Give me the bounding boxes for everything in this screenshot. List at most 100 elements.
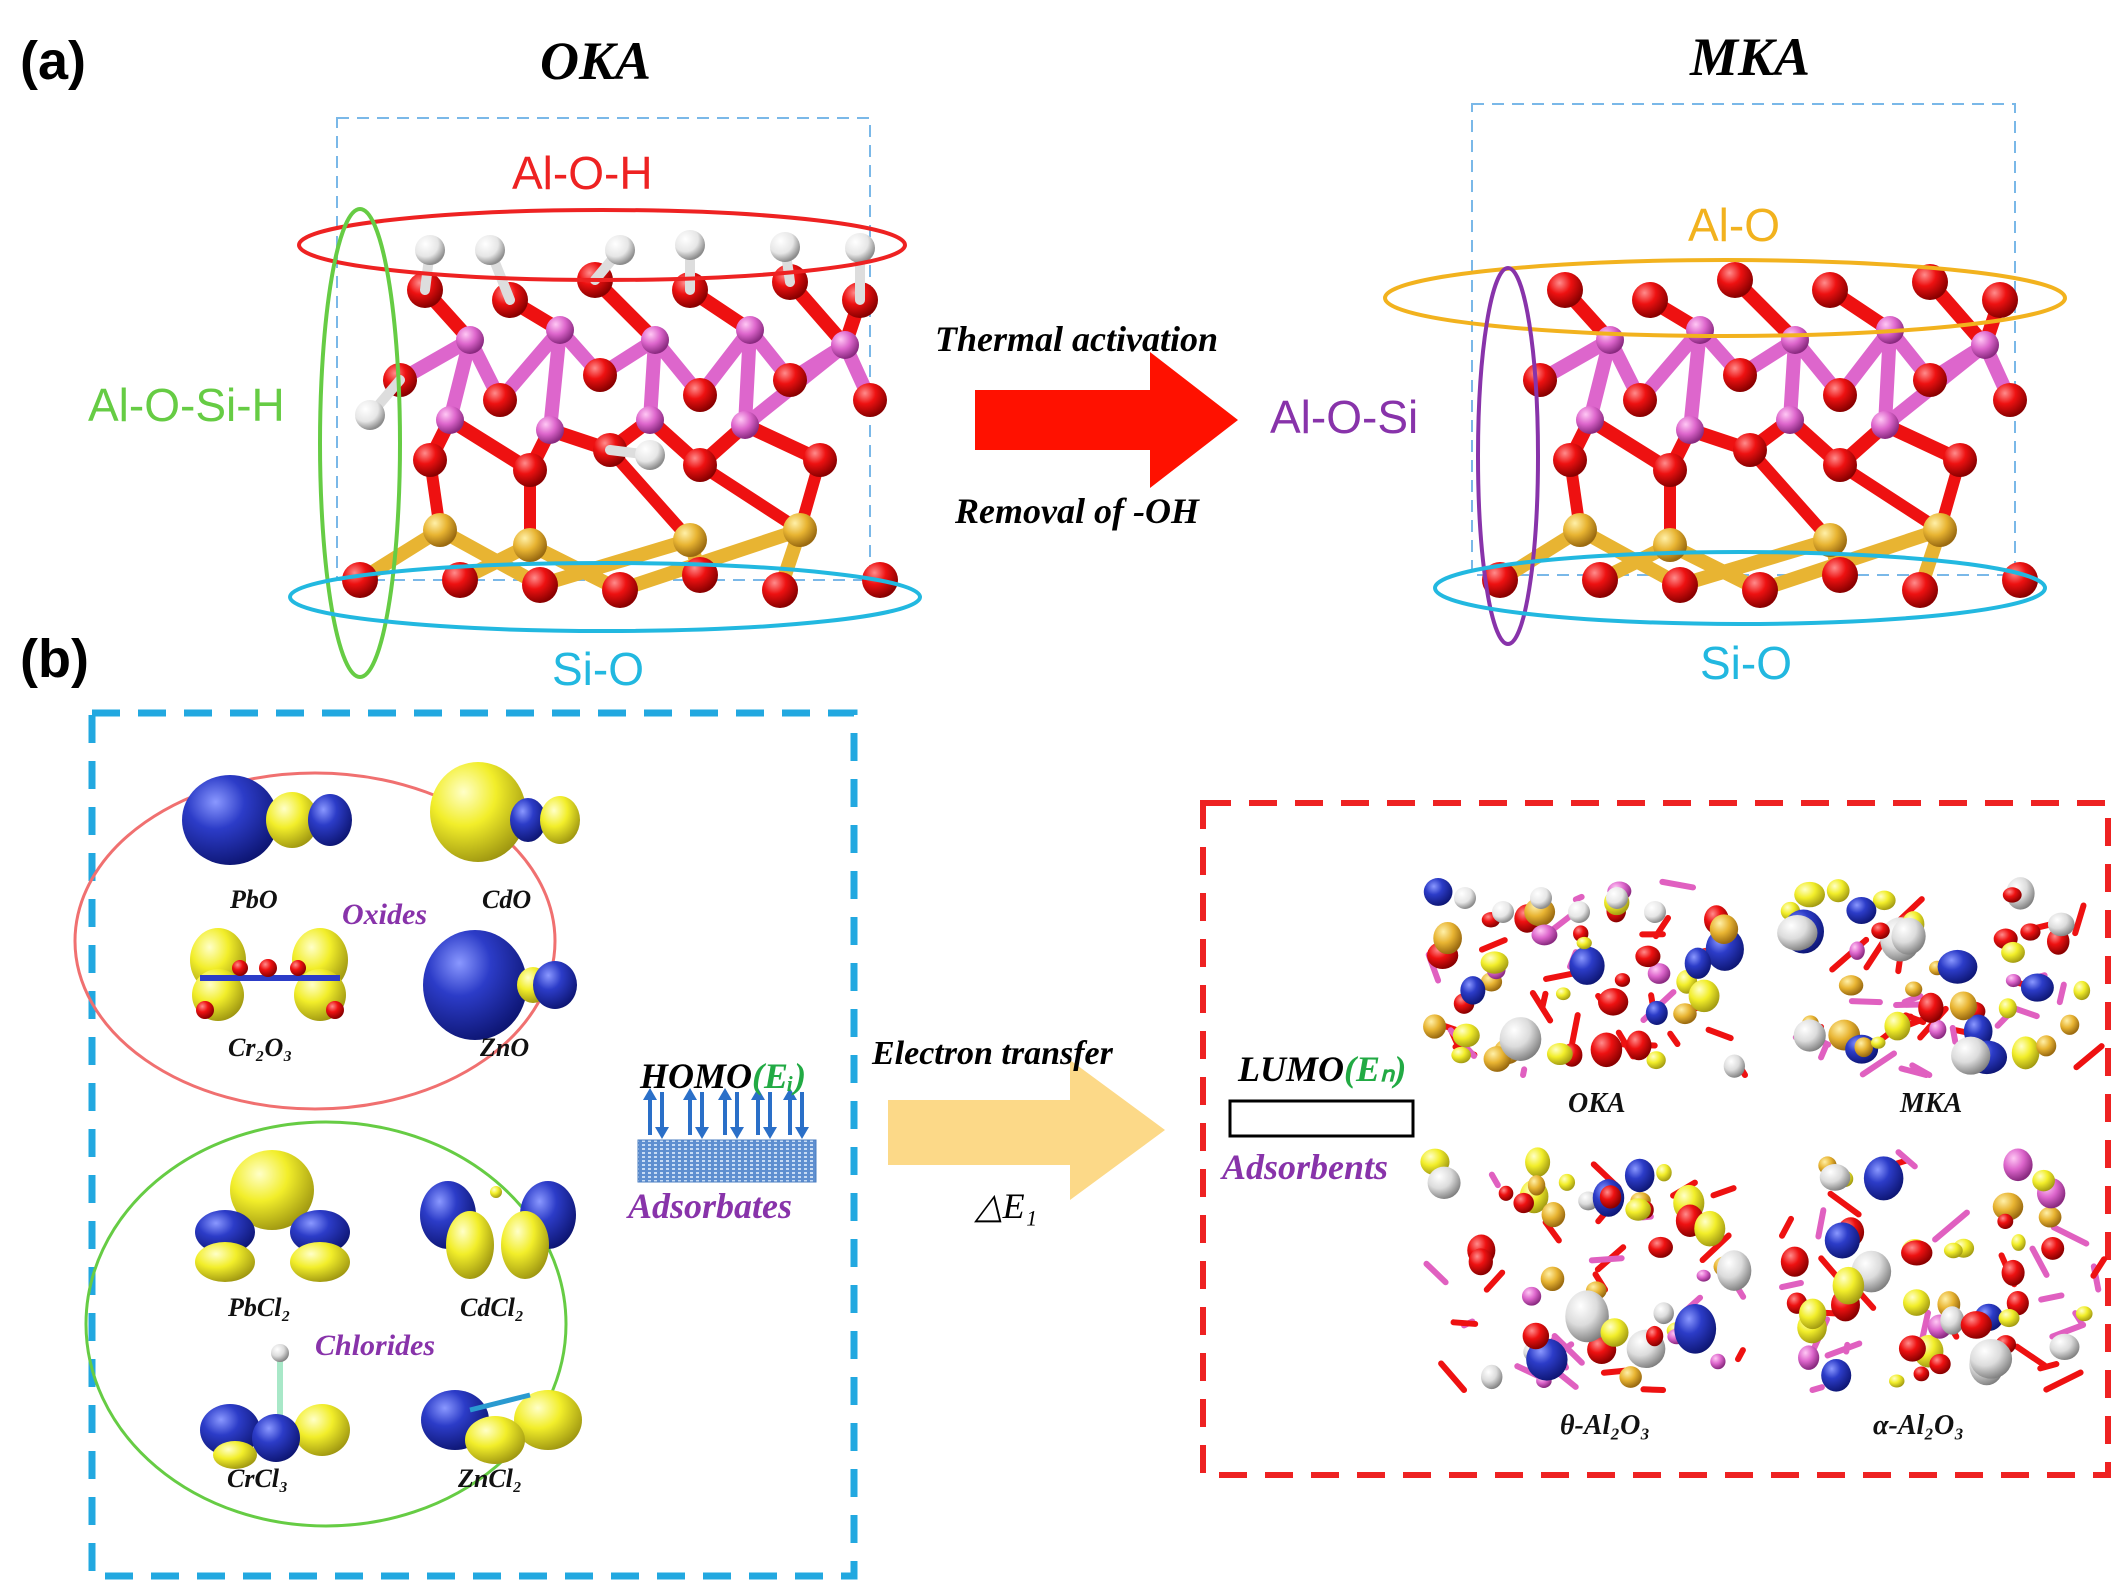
bond (1423, 1260, 1449, 1286)
aluminum-atom (436, 406, 464, 434)
bond (1659, 878, 1697, 891)
bond (2050, 1224, 2090, 1247)
mka-al-o-ellipse (1383, 258, 2067, 338)
oxygen-atom (1547, 272, 1583, 308)
oka-structure (288, 117, 922, 679)
thermal-activation-text: Thermal activation (935, 319, 1218, 359)
bond (1824, 1340, 1863, 1359)
hydrogen-atom (605, 235, 635, 265)
oxygen-atom (1823, 378, 1857, 412)
orbital-atom (1598, 988, 1629, 1016)
bond (1478, 937, 1508, 953)
orbital-atom (1884, 1011, 1911, 1041)
orbital-atom (1969, 1339, 2013, 1379)
oka-si-o-ellipse (288, 561, 922, 633)
orbital-atom (1481, 1364, 1503, 1390)
orbital-atom (1423, 878, 1453, 906)
orbital-atom (1889, 1374, 1905, 1388)
electron-transfer-arrow (888, 1060, 1165, 1200)
oka-al-o-h-ellipse (297, 208, 907, 282)
aluminum-atom (1781, 326, 1809, 354)
orbital-atom (1846, 896, 1877, 925)
spin-up-head (783, 1088, 797, 1100)
oxygen-atom (1553, 443, 1587, 477)
oxygen-atom (683, 378, 717, 412)
hydrogen-atom (355, 400, 385, 430)
homo-spin-arrows (643, 1088, 809, 1139)
orbital-atom (1645, 1000, 1668, 1025)
bond (1843, 1341, 1851, 1355)
orbital-atom (1645, 1325, 1664, 1347)
oxygen-atom (196, 1001, 214, 1019)
bond (1529, 990, 1554, 1024)
removal-oh-text: Removal of -OH (955, 491, 1199, 531)
orbital-lobe (540, 796, 580, 844)
orbital-atom (1498, 1185, 1514, 1201)
orbital-atom (1998, 998, 2017, 1019)
orbital-lobe (308, 794, 352, 846)
orbital-atom (1480, 951, 1509, 974)
panel-b-letter: (b) (20, 629, 89, 689)
orbital-atom (1558, 1173, 1576, 1191)
bond (1895, 1149, 1918, 1170)
orbital-atom (1710, 1353, 1726, 1370)
orbital-lobe (294, 1404, 350, 1456)
bond (1902, 1012, 1927, 1026)
bond (1878, 323, 1897, 432)
bond (1640, 1386, 1667, 1393)
orbital-atom (1522, 1322, 1550, 1350)
bond (1949, 1024, 1959, 1045)
mka-title: MKA (1690, 27, 1811, 87)
hydrogen-atom (1530, 887, 1552, 909)
oka-si-o-label: Si-O (552, 643, 644, 695)
orbital-atom (1569, 946, 1605, 985)
bond (1809, 1384, 1825, 1393)
orbital-atom (1998, 1309, 2020, 1328)
orbital-atom (1433, 921, 1462, 955)
oxygen-atom (1623, 383, 1657, 417)
orbital-atom (1777, 914, 1818, 951)
oxygen-atom (583, 358, 617, 392)
spin-down-head (695, 1127, 709, 1139)
aluminum-atom (1971, 331, 1999, 359)
oxide-label-cr2o3: Cr₂O₃ (228, 1033, 293, 1062)
oxygen-atom (326, 1001, 344, 1019)
orbital-atom (1863, 1156, 1904, 1201)
chlorides-title: Chlorides (315, 1329, 436, 1362)
orbital-atom (1794, 881, 1825, 908)
oxygen-atom (1742, 572, 1778, 608)
orbital-atom (2075, 1306, 2093, 1322)
orbital-atom (1599, 1185, 1622, 1209)
mka-si-o-label: Si-O (1700, 637, 1792, 689)
homo-stack-block (637, 1139, 817, 1183)
orbital-atom (1626, 1030, 1652, 1061)
lumo-label: LUMO(Eₙ) (1238, 1048, 1406, 1090)
delta-e1-text: △E₁ (975, 1186, 1038, 1226)
oxygen-atom (853, 383, 887, 417)
orbital-atom (1674, 1303, 1717, 1354)
orbital-bond (469, 1392, 531, 1413)
adsorbates-frame (88, 709, 858, 1580)
orbital-atom (2003, 1148, 2033, 1182)
bond (543, 323, 567, 437)
orbital-atom (1546, 1043, 1573, 1066)
aluminum-atom (641, 326, 669, 354)
spin-down-head (655, 1127, 669, 1139)
lumo-level-box (1228, 1099, 1415, 1138)
orbital-atom (1684, 947, 1712, 979)
orbital-atom (1576, 936, 1592, 950)
bond (2029, 1245, 2050, 1278)
orbital-atom (1527, 1175, 1546, 1196)
aluminum-atom (1871, 411, 1899, 439)
orbital-atom (1656, 1163, 1672, 1182)
spin-up-head (718, 1088, 732, 1100)
orbital-atom (2002, 887, 2022, 903)
orbital-atom (1541, 1202, 1566, 1228)
oxygen-atom (1482, 562, 1518, 598)
orbital-atom (1696, 1269, 1711, 1282)
silicon-atom (1813, 523, 1847, 557)
bond (2073, 1043, 2105, 1071)
spin-up-head (643, 1088, 657, 1100)
bond (1673, 533, 1837, 592)
bond (1588, 1255, 1625, 1264)
